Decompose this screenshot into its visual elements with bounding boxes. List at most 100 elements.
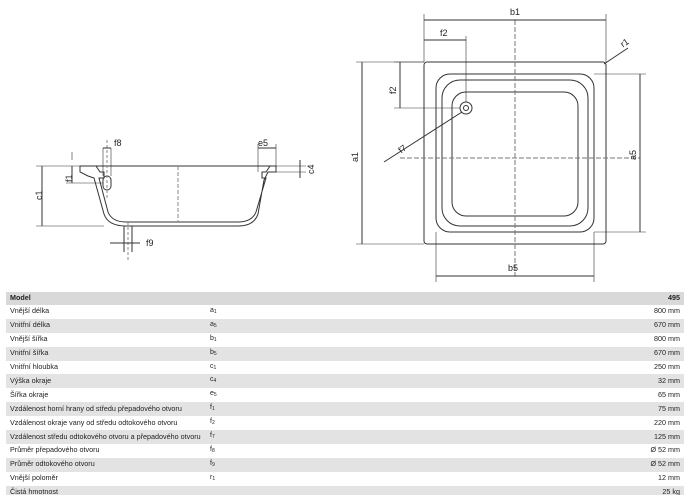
label-c1: c1 (34, 190, 44, 200)
symbol-letter: f (210, 418, 212, 426)
table-row: Šířka okraje e5 65 mm (6, 388, 684, 402)
table-row: Vnější šířka b1 800 mm (6, 333, 684, 347)
label-b1: b1 (510, 7, 520, 17)
row-label: Vnitřní šířka (6, 346, 206, 361)
row-value: 670 mm (564, 318, 684, 333)
header-spacer (266, 292, 564, 305)
label-a1: a1 (350, 152, 360, 162)
symbol-letter: r (210, 473, 213, 481)
row-symbol: f7 (206, 430, 266, 444)
row-symbol (206, 485, 266, 495)
table-row: Vzdálenost středu odtokového otvoru a př… (6, 430, 684, 444)
row-spacer (266, 444, 564, 458)
row-value: 65 mm (658, 389, 680, 399)
row-value: 75 mm (564, 402, 684, 417)
row-label: Šířka okraje (10, 389, 49, 399)
symbol-subscript: 5 (213, 322, 217, 329)
row-label: Vnitřní hloubka (10, 362, 58, 372)
row-symbol: f1 (206, 402, 266, 417)
row-label: Vnitřní délka (6, 318, 206, 333)
row-spacer (266, 346, 564, 361)
row-symbol: a5 (206, 318, 266, 333)
symbol-subscript: 1 (211, 406, 215, 413)
row-symbol: c1 (206, 361, 266, 375)
symbol-letter: f (210, 404, 212, 412)
table-row: Vnější délka a1 800 mm (6, 305, 684, 319)
label-e5: e5 (258, 138, 268, 148)
label-f9: f9 (146, 238, 154, 248)
row-symbol: f8 (206, 444, 266, 458)
row-label: Vnější délka (10, 306, 50, 316)
row-label: Průměr odtokového otvoru (6, 457, 206, 472)
symbol-subscript: 9 (211, 461, 215, 468)
row-spacer (266, 388, 564, 402)
row-spacer (266, 485, 564, 495)
row-value: 800 mm (654, 306, 680, 316)
row-label: Vzdálenost horní hrany od středu přepado… (6, 402, 206, 417)
symbol-subscript: 8 (211, 447, 215, 454)
symbol-subscript: 7 (211, 434, 215, 441)
table-row: Vnitřní šířka b5 670 mm (6, 346, 684, 361)
row-value: 220 mm (654, 417, 680, 427)
symbol-letter: e (210, 390, 214, 398)
row-symbol: b1 (206, 333, 266, 347)
symbol-letter: c (210, 376, 214, 384)
technical-drawing: f8 e5 f1 c1 c4 f9 (34, 7, 646, 282)
label-r1: r1 (618, 36, 630, 49)
row-symbol: r1 (206, 472, 266, 486)
row-spacer (266, 416, 564, 430)
symbol-letter: a (210, 306, 214, 314)
row-spacer (266, 430, 564, 444)
table-row: Vnitřní hloubka c1 250 mm (6, 361, 684, 375)
label-f8: f8 (114, 138, 122, 148)
symbol-subscript: 1 (212, 475, 216, 482)
row-symbol: c4 (206, 374, 266, 389)
row-value: Ø 52 mm (650, 445, 680, 455)
symbol-subscript: 1 (213, 308, 217, 315)
row-value: 800 mm (654, 334, 680, 344)
row-symbol: a1 (206, 305, 266, 319)
label-a5: a5 (628, 150, 638, 160)
symbol-letter: b (210, 348, 214, 356)
label-f1: f1 (64, 174, 74, 182)
symbol-subscript: 1 (213, 336, 217, 343)
row-value: 12 mm (658, 473, 680, 483)
table-row: Vnější poloměr r1 12 mm (6, 472, 684, 486)
symbol-subscript: 5 (213, 350, 217, 357)
row-symbol: f2 (206, 416, 266, 430)
row-spacer (266, 457, 564, 472)
row-value: 250 mm (654, 362, 680, 372)
row-spacer (266, 374, 564, 389)
symbol-subscript: 2 (211, 420, 215, 427)
row-spacer (266, 305, 564, 319)
symbol-letter: c (210, 362, 214, 370)
row-label: Vzdálenost okraje vany od středu odtokov… (10, 417, 178, 427)
symbol-subscript: 5 (213, 392, 217, 399)
row-value: 670 mm (564, 346, 684, 361)
table-row: Vzdálenost okraje vany od středu odtokov… (6, 416, 684, 430)
table-row: Průměr odtokového otvoru f9 Ø 52 mm (6, 457, 684, 472)
row-label: Vnější poloměr (10, 473, 58, 483)
row-label: Vzdálenost středu odtokového otvoru a př… (6, 430, 206, 444)
row-value: 32 mm (564, 374, 684, 389)
row-spacer (266, 318, 564, 333)
row-spacer (266, 333, 564, 347)
label-f2-top: f2 (440, 28, 448, 38)
row-label: Vnější šířka (10, 334, 48, 344)
row-value: Ø 52 mm (564, 457, 684, 472)
symbol-letter: f (210, 459, 212, 467)
table-row: Průměr přepadového otvoru f8 Ø 52 mm (6, 444, 684, 458)
row-spacer (266, 472, 564, 486)
row-value: 125 mm (564, 430, 684, 444)
header-symbol (206, 292, 266, 305)
row-label: Výška okraje (6, 374, 206, 389)
label-f2-side: f2 (388, 86, 398, 94)
symbol-letter: b (210, 334, 214, 342)
row-label: Průměr přepadového otvoru (10, 445, 100, 455)
side-view (36, 140, 306, 262)
